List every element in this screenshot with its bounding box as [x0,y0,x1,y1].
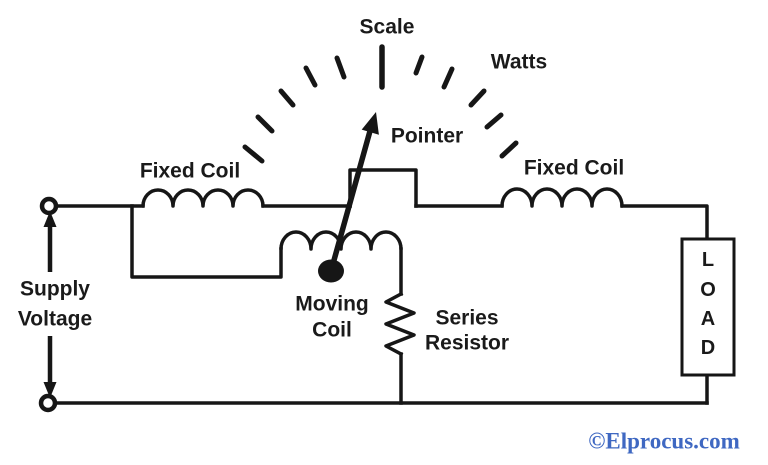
scale-label: Scale [360,16,415,39]
series-resistor-label: Series Resistor [425,307,509,355]
top-terminal [39,196,59,216]
circuit-wires [53,168,709,405]
scale-tick [499,140,519,159]
scale-tick [413,54,425,76]
pointer-needle [318,112,379,283]
supply-voltage-label-line1: Supply [20,278,90,301]
load-letter: D [701,337,715,359]
pivot-dot [318,259,344,283]
load-letter: O [700,279,716,301]
scale-tick [242,144,265,164]
scale-tick [303,65,318,88]
scale-tick [468,88,487,108]
right-fixed-coil-label: Fixed Coil [524,157,624,180]
series-resistor-label-line2: Resistor [425,332,509,355]
series-resistor-label-line1: Series [435,307,498,330]
right-fixed-coil [500,187,624,208]
pointer-label: Pointer [391,125,463,148]
scale-tick [484,112,504,130]
left-fixed-coil-label: Fixed Coil [140,160,240,183]
left-fixed-coil [141,188,265,208]
series-resistor-zigzag [384,291,416,357]
load-box [680,237,736,377]
moving-coil-label-line2: Coil [312,319,352,342]
scale-tick [255,114,275,134]
pointer-arrowhead [361,112,379,135]
load-letter: L [702,249,714,271]
watermark-text: ©Elprocus.com [588,429,740,454]
moving-coil-label-line1: Moving [295,293,369,316]
supply-arrow-up-head [43,211,57,227]
moving-coil [279,230,403,251]
scale-ticks [242,44,519,164]
scale-tick [441,66,455,90]
pressure-branch-wire [130,204,283,279]
load-element: L O A D [680,237,736,377]
scale-tick [334,55,347,80]
bottom-terminal [38,393,58,413]
scale-tick [278,88,296,108]
meter-frame-bump [348,168,418,208]
pointer-shaft [328,128,373,274]
supply-arrow-down-head [43,382,57,398]
supply-voltage-arrow [43,211,57,398]
wire-to-load [620,204,709,241]
watts-label: Watts [491,51,547,74]
supply-voltage-label-line2: Voltage [18,308,92,331]
moving-coil-label: Moving Coil [295,293,369,342]
supply-voltage-label: Supply Voltage [18,278,92,331]
load-letter: A [701,308,715,330]
